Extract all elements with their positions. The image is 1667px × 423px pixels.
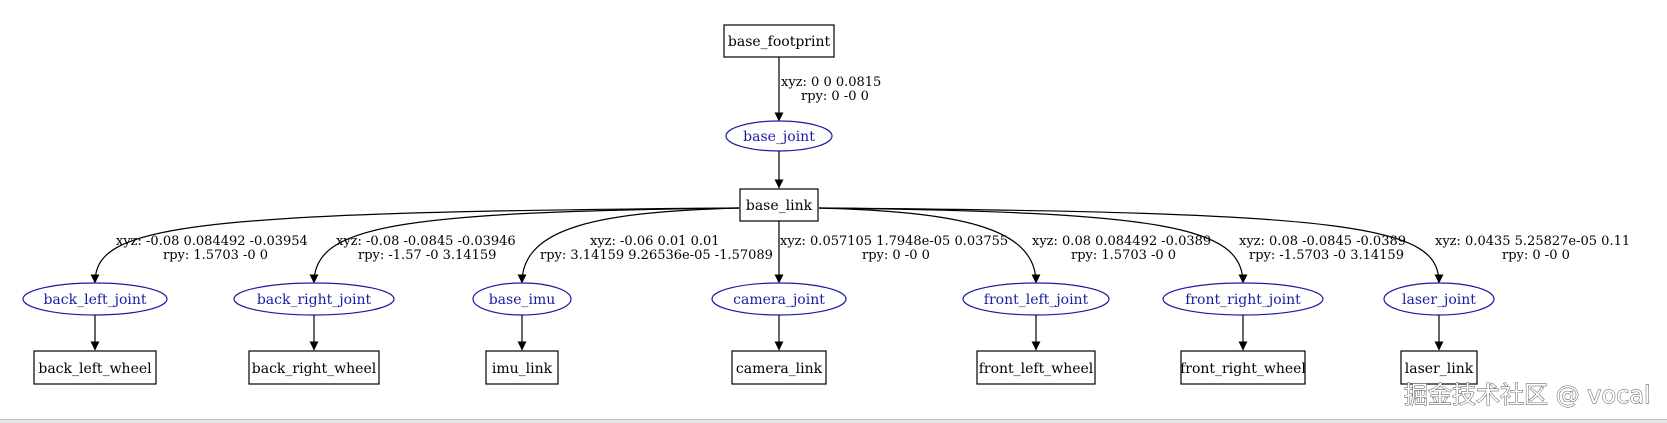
front_right_joint-node[interactable]: front_right_joint	[1162, 282, 1324, 316]
base-link-label: base_link	[746, 198, 813, 214]
watermark-text: 掘金技术社区 @ vocal	[1404, 381, 1651, 409]
bottom-scroll-edge	[0, 419, 1667, 423]
back_right_joint-node[interactable]: back_right_joint	[233, 282, 395, 316]
front_left_joint-xyz-label: xyz: 0.08 0.084492 -0.0389	[1032, 234, 1211, 249]
base-joint-rpy-label: rpy: 0 -0 0	[801, 89, 869, 104]
front_right_joint-rpy-label: rpy: -1.5703 -0 3.14159	[1249, 248, 1404, 263]
back_right_wheel-label: back_right_wheel	[252, 361, 377, 377]
camera_joint-label: camera_joint	[733, 292, 825, 308]
front_right_wheel-node[interactable]: front_right_wheel	[1180, 350, 1306, 385]
back_right_joint-label: back_right_joint	[257, 292, 372, 308]
front_right_wheel-label: front_right_wheel	[1180, 361, 1306, 377]
edge-to-laser_joint	[818, 207, 1444, 284]
laser_joint-node[interactable]: laser_joint	[1383, 282, 1495, 316]
base_imu-xyz-label: xyz: -0.06 0.01 0.01	[590, 234, 720, 249]
camera_joint-rpy-label: rpy: 0 -0 0	[862, 248, 930, 263]
front_left_joint-node[interactable]: front_left_joint	[962, 282, 1110, 316]
camera_joint-xyz-label: xyz: 0.057105 1.7948e-05 0.03755	[780, 234, 1008, 249]
back_left_joint-label: back_left_joint	[43, 292, 146, 308]
front_left_wheel-node[interactable]: front_left_wheel	[976, 350, 1096, 385]
back_right_joint-rpy-label: rpy: -1.57 -0 3.14159	[358, 248, 496, 263]
edge-to-back_right_joint	[309, 207, 740, 284]
camera_joint-node[interactable]: camera_joint	[711, 282, 847, 316]
edge-to-front_right_joint	[818, 207, 1248, 284]
back_right_wheel-node[interactable]: back_right_wheel	[248, 350, 380, 385]
root-link-node[interactable]: base_footprint	[723, 24, 835, 58]
edge-to-back_left_joint	[90, 207, 740, 284]
base-joint-xyz-label: xyz: 0 0 0.0815	[781, 75, 881, 90]
camera_link-label: camera_link	[736, 361, 823, 377]
back_left_wheel-box	[33, 350, 157, 385]
back_right_joint-xyz-label: xyz: -0.08 -0.0845 -0.03946	[336, 234, 516, 249]
edge-to-base_imu	[517, 207, 740, 284]
imu_link-node[interactable]: imu_link	[485, 350, 559, 385]
back_left_joint-node[interactable]: back_left_joint	[22, 282, 168, 316]
front_right_joint-label: front_right_joint	[1185, 292, 1301, 308]
base_imu-label: base_imu	[489, 292, 556, 308]
base_imu-rpy-label: rpy: 3.14159 9.26536e-05 -1.57089	[540, 248, 773, 263]
imu_link-box	[485, 350, 559, 385]
front_right_wheel-box	[1180, 350, 1306, 385]
imu_link-label: imu_link	[492, 361, 553, 377]
edge-to-front_left_joint	[818, 207, 1041, 284]
back_left_wheel-label: back_left_wheel	[38, 361, 152, 377]
camera_link-box	[731, 350, 827, 385]
base_imu-node[interactable]: base_imu	[472, 282, 572, 316]
laser_joint-label: laser_joint	[1402, 292, 1476, 308]
front_left_wheel-box	[976, 350, 1096, 385]
back_left_joint-xyz-label: xyz: -0.08 0.084492 -0.03954	[116, 234, 308, 249]
camera_link-node[interactable]: camera_link	[731, 350, 827, 385]
front_left_joint-rpy-label: rpy: 1.5703 -0 0	[1071, 248, 1176, 263]
back_left_wheel-node[interactable]: back_left_wheel	[33, 350, 157, 385]
front_left_joint-label: front_left_joint	[984, 292, 1089, 308]
front_right_joint-xyz-label: xyz: 0.08 -0.0845 -0.0389	[1239, 234, 1406, 249]
laser_link-node[interactable]: laser_link	[1400, 350, 1478, 385]
base-joint-node[interactable]: base_joint	[725, 120, 833, 152]
root-link-label: base_footprint	[728, 34, 831, 50]
base-link-node[interactable]: base_link	[739, 188, 819, 222]
laser_joint-xyz-label: xyz: 0.0435 5.25827e-05 0.11	[1435, 234, 1630, 249]
laser_link-label: laser_link	[1405, 361, 1474, 377]
back_right_wheel-box	[248, 350, 380, 385]
back_left_joint-rpy-label: rpy: 1.5703 -0 0	[163, 248, 268, 263]
front_left_wheel-label: front_left_wheel	[979, 361, 1094, 377]
laser_link-box	[1400, 350, 1478, 385]
laser_joint-rpy-label: rpy: 0 -0 0	[1502, 248, 1570, 263]
base-joint-label: base_joint	[743, 129, 815, 145]
